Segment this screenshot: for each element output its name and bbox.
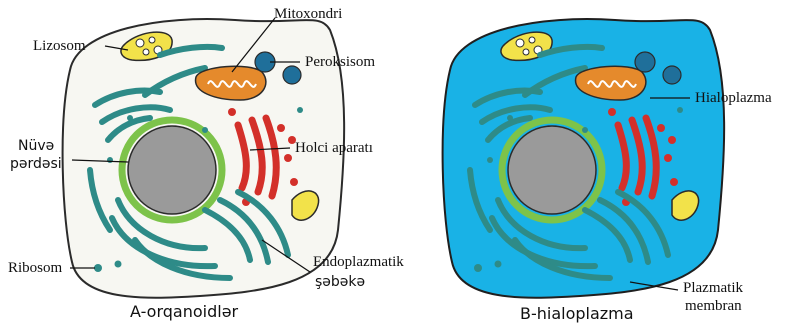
caption-hyaloplasm: B-hialoplazma <box>520 304 634 323</box>
label-envelope: pərdəsi <box>10 156 62 172</box>
label-mitochondria: Mitoxondri <box>274 6 342 22</box>
label-golgi: Holci aparatı <box>295 140 373 156</box>
label-peroxisome: Peroksisom <box>305 54 375 70</box>
label-plasma: Plazmatik <box>683 280 743 296</box>
label-lysosome: Lizosom <box>33 38 86 54</box>
label-hyaloplasm: Hialoplazma <box>695 90 772 106</box>
label-network: şəbəkə <box>315 274 365 290</box>
caption-organoids: A-orqanoidlər <box>130 302 238 321</box>
hyaloplasm-cell <box>443 19 725 298</box>
label-ribosome: Ribosom <box>8 260 62 276</box>
label-nuclear: Nüvə <box>18 138 54 154</box>
organoids-cell <box>63 19 345 298</box>
label-membrane: membran <box>685 298 742 314</box>
label-er: Endoplazmatik <box>313 254 404 270</box>
